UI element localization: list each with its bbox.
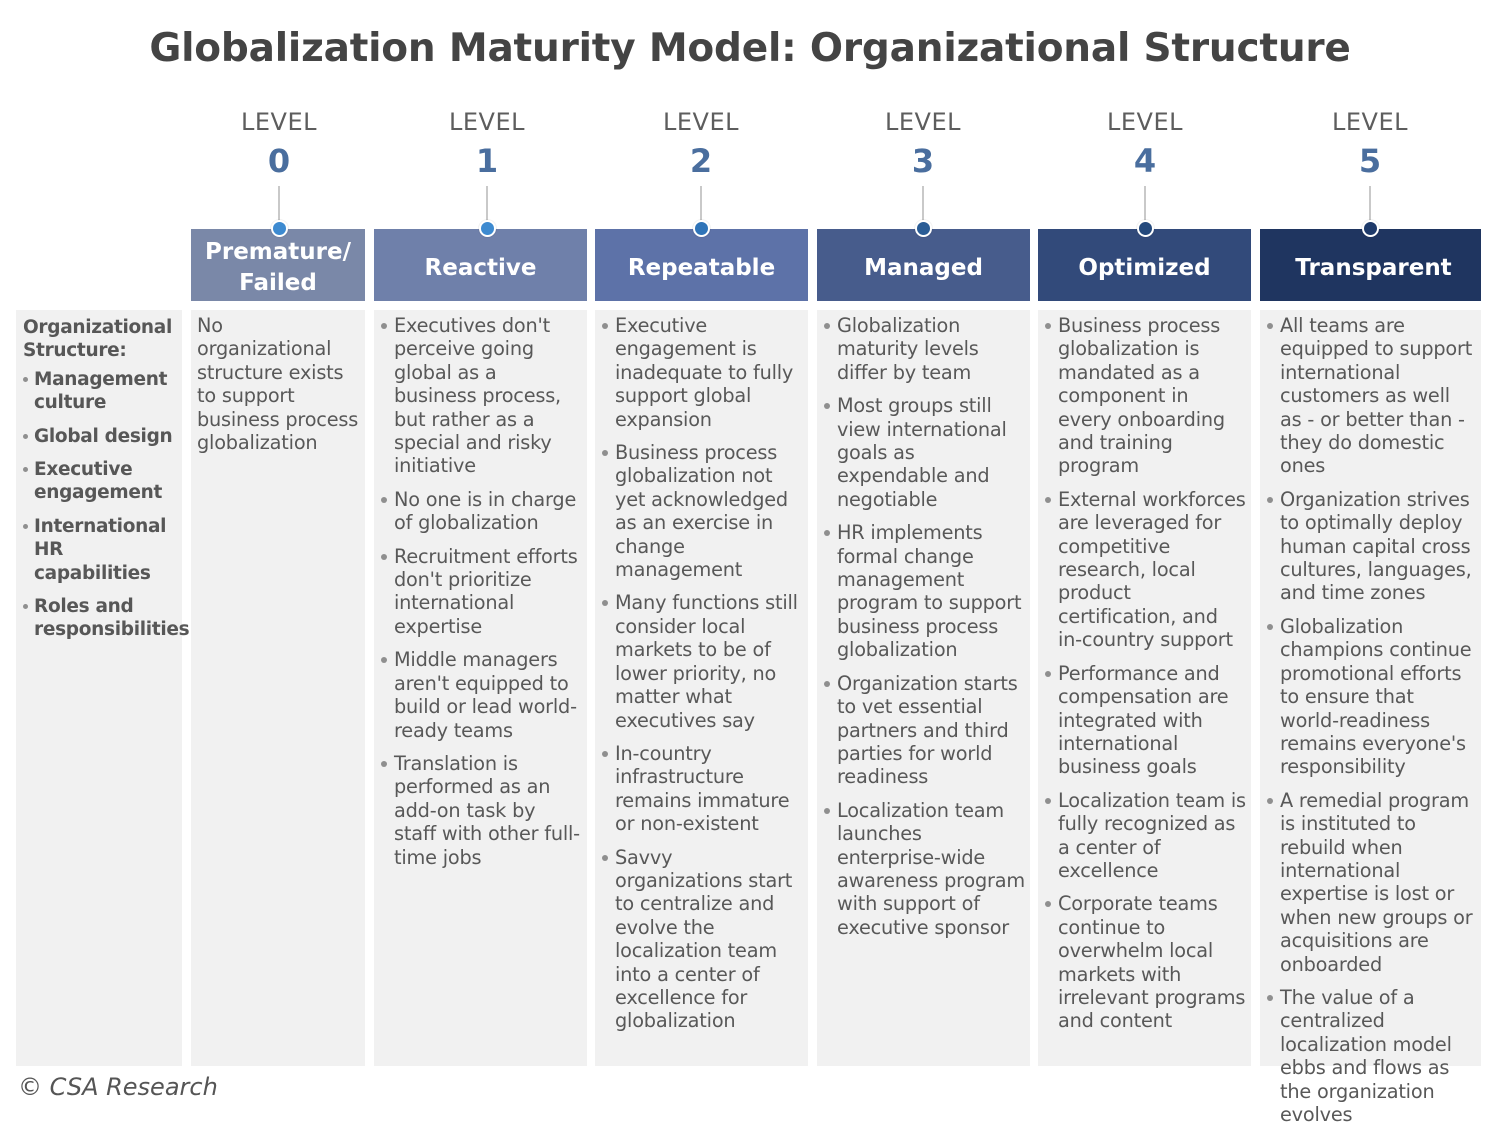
stage-bullet-item: Business process globalization is mandat… bbox=[1042, 314, 1247, 478]
stage-header-5: Transparent bbox=[1260, 229, 1481, 301]
stage-bullet-item: No one is in charge of globalization bbox=[378, 488, 583, 535]
stage-bullet-item: Globalization maturity levels differ by … bbox=[821, 314, 1026, 384]
level-label-1: LEVEL 1 bbox=[427, 107, 547, 185]
row-label-list: Management culture Global design Executi… bbox=[23, 368, 190, 642]
stage-bullet-item: Localization team is fully recognized as… bbox=[1042, 789, 1247, 883]
stage-bullet-item: Most groups still view international goa… bbox=[821, 394, 1026, 511]
copyright-text: © CSA Research bbox=[18, 1073, 218, 1101]
level-marker-dot bbox=[479, 220, 496, 237]
page-title: Globalization Maturity Model: Organizati… bbox=[149, 26, 1351, 71]
stage-bullet-item: External workforces are leveraged for co… bbox=[1042, 488, 1247, 652]
stage-description: No organizational structure exists to su… bbox=[197, 314, 359, 455]
connector-line bbox=[1144, 186, 1146, 222]
stage-bullet-item: Organization strives to optimally deploy… bbox=[1264, 488, 1477, 605]
row-label-panel: Organizational Structure: Management cul… bbox=[16, 310, 190, 1066]
stage-column-4: Business process globalization is mandat… bbox=[1038, 310, 1251, 1066]
stage-bullet-item: A remedial program is instituted to rebu… bbox=[1264, 789, 1477, 976]
stage-column-1: Executives don't perceive going global a… bbox=[374, 310, 587, 1066]
level-label-4: LEVEL 4 bbox=[1085, 107, 1205, 185]
stage-bullet-item: Performance and compensation are integra… bbox=[1042, 662, 1247, 779]
level-number: 5 bbox=[1358, 142, 1382, 180]
row-label-item: Management culture bbox=[23, 368, 182, 415]
stage-bullet-item: Corporate teams continue to overwhelm lo… bbox=[1042, 892, 1247, 1032]
stage-bullet-item: Many functions still consider local mark… bbox=[599, 591, 804, 732]
connector-line bbox=[278, 186, 280, 222]
level-label-0: LEVEL 0 bbox=[219, 107, 339, 185]
stage-bullet-item: Executives don't perceive going global a… bbox=[378, 314, 583, 478]
level-number: 0 bbox=[267, 142, 291, 180]
stage-bullet-item: The value of a centralized localization … bbox=[1264, 986, 1477, 1126]
row-label-item: Global design bbox=[23, 425, 182, 448]
level-word: LEVEL bbox=[1332, 108, 1408, 136]
stage-column-0: No organizational structure exists to su… bbox=[191, 310, 365, 1066]
row-label-title: Organizational Structure: bbox=[23, 317, 173, 362]
stage-bullet-item: Globalization champions continue promoti… bbox=[1264, 615, 1477, 779]
level-marker-dot bbox=[1137, 220, 1154, 237]
stage-bullet-list: Globalization maturity levels differ by … bbox=[821, 314, 1026, 939]
stage-column-2: Executive engagement is inadequate to fu… bbox=[595, 310, 808, 1066]
stage-bullet-item: Savvy organizations start to centralize … bbox=[599, 846, 804, 1033]
stage-bullet-item: Translation is performed as an add-on ta… bbox=[378, 752, 583, 869]
stage-bullet-list: Business process globalization is mandat… bbox=[1042, 314, 1247, 1033]
level-word: LEVEL bbox=[663, 108, 739, 136]
stage-bullet-item: All teams are equipped to support intern… bbox=[1264, 314, 1477, 478]
level-number: 3 bbox=[911, 142, 935, 180]
connector-line bbox=[486, 186, 488, 222]
stage-column-5: All teams are equipped to support intern… bbox=[1260, 310, 1481, 1126]
level-marker-dot bbox=[271, 220, 288, 237]
stage-bullet-item: Executive engagement is inadequate to fu… bbox=[599, 314, 804, 431]
stage-bullet-list: Executives don't perceive going global a… bbox=[378, 314, 583, 869]
level-label-2: LEVEL 2 bbox=[641, 107, 761, 185]
connector-line bbox=[700, 186, 702, 222]
row-label-item: Executive engagement bbox=[23, 458, 182, 505]
stage-header-2: Repeatable bbox=[595, 229, 808, 301]
stage-bullet-item: Middle managers aren't equipped to build… bbox=[378, 648, 583, 742]
stage-header-3: Managed bbox=[817, 229, 1030, 301]
level-label-5: LEVEL 5 bbox=[1310, 107, 1430, 185]
stage-bullet-item: HR implements formal change management p… bbox=[821, 521, 1026, 661]
connector-line bbox=[1369, 186, 1371, 222]
stage-bullet-item: Organization starts to vet essential par… bbox=[821, 672, 1026, 789]
row-label-item: Roles and responsibilities bbox=[23, 595, 190, 642]
stage-bullet-item: Business process globalization not yet a… bbox=[599, 441, 804, 581]
level-number: 1 bbox=[475, 142, 499, 180]
connector-line bbox=[922, 186, 924, 222]
stage-header-1: Reactive bbox=[374, 229, 587, 301]
stage-column-3: Globalization maturity levels differ by … bbox=[817, 310, 1030, 1066]
row-label-item: International HR capabilities bbox=[23, 515, 182, 585]
stage-bullet-item: In-country infrastructure remains immatu… bbox=[599, 742, 804, 836]
stage-header-4: Optimized bbox=[1038, 229, 1251, 301]
stage-header-0: Premature/ Failed bbox=[191, 229, 365, 301]
stage-bullet-list: All teams are equipped to support intern… bbox=[1264, 314, 1477, 1126]
level-number: 2 bbox=[689, 142, 713, 180]
stage-bullet-item: Recruitment efforts don't prioritize int… bbox=[378, 545, 583, 639]
stage-bullet-item: Localization team launches enterprise-wi… bbox=[821, 799, 1026, 939]
level-word: LEVEL bbox=[449, 108, 525, 136]
level-marker-dot bbox=[915, 220, 932, 237]
level-word: LEVEL bbox=[885, 108, 961, 136]
level-marker-dot bbox=[1362, 220, 1379, 237]
level-label-3: LEVEL 3 bbox=[863, 107, 983, 185]
stage-bullet-list: Executive engagement is inadequate to fu… bbox=[599, 314, 804, 1033]
level-word: LEVEL bbox=[241, 108, 317, 136]
level-word: LEVEL bbox=[1107, 108, 1183, 136]
level-number: 4 bbox=[1133, 142, 1157, 180]
level-marker-dot bbox=[693, 220, 710, 237]
